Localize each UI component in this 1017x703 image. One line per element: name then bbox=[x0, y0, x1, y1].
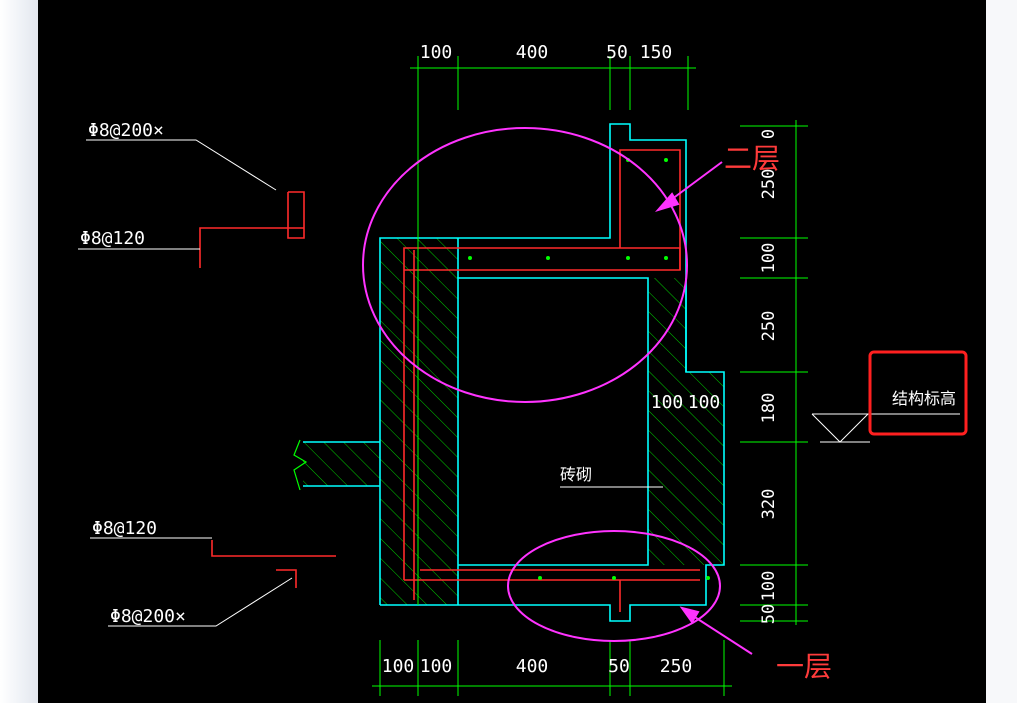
right-wall-hatch-a bbox=[648, 278, 686, 565]
level-symbol bbox=[811, 413, 960, 443]
right-dim-4: 180 bbox=[759, 393, 779, 424]
mid-dim-1: 100 bbox=[651, 392, 684, 413]
slab-hatch bbox=[303, 442, 380, 486]
left-panel-strip bbox=[0, 0, 38, 703]
right-dim-1: 250 bbox=[759, 169, 779, 200]
cad-drawing-canvas[interactable]: 100 400 50 150 100 100 400 50 250 0 250 … bbox=[38, 0, 986, 703]
upper-callout-ellipse bbox=[362, 127, 688, 403]
dimension-lines bbox=[372, 56, 808, 696]
bottom-dim-2: 100 bbox=[420, 656, 453, 677]
level-label: 结构标高 bbox=[892, 389, 956, 408]
right-dim-3: 250 bbox=[759, 311, 779, 342]
top-dim-2: 400 bbox=[516, 42, 549, 63]
bottom-dim-1: 100 bbox=[382, 656, 415, 677]
right-dim-2: 100 bbox=[759, 243, 779, 274]
bottom-dim-4: 50 bbox=[608, 656, 630, 677]
rebar-lines bbox=[199, 149, 700, 612]
rebar-label-bot-a: Φ8@120 bbox=[92, 518, 157, 539]
material-label: 砖砌 bbox=[560, 465, 592, 484]
callout-arrows bbox=[654, 161, 753, 655]
section-drawing: 100 400 50 150 100 100 400 50 250 0 250 … bbox=[78, 42, 968, 696]
right-panel-strip bbox=[986, 0, 1017, 703]
upper-floor-annotation: 二层 bbox=[724, 142, 780, 175]
top-dim-3: 50 bbox=[606, 42, 628, 63]
right-dim-0: 0 bbox=[759, 129, 779, 139]
right-dim-6: 100 bbox=[759, 571, 779, 602]
rebar-label-top-b: Φ8@120 bbox=[80, 228, 145, 249]
right-dim-7: 50 bbox=[759, 604, 779, 624]
top-dim-1: 100 bbox=[420, 42, 453, 63]
top-dim-4: 150 bbox=[640, 42, 673, 63]
break-symbol bbox=[293, 439, 308, 491]
level-highlight-box bbox=[868, 350, 968, 436]
bottom-dim-3: 400 bbox=[516, 656, 549, 677]
bottom-dim-5: 250 bbox=[660, 656, 693, 677]
left-wall-hatch bbox=[380, 238, 458, 605]
rebar-label-bot-b: Φ8@200× bbox=[110, 606, 186, 627]
rebar-label-top-a: Φ8@200× bbox=[88, 120, 164, 141]
label-leaders bbox=[78, 139, 293, 627]
right-wall-hatch-b bbox=[686, 372, 724, 565]
lower-callout-ellipse bbox=[507, 530, 721, 642]
section-outline bbox=[303, 123, 725, 622]
mid-dim-2: 100 bbox=[688, 392, 721, 413]
right-dim-5: 320 bbox=[759, 489, 779, 520]
lower-floor-annotation: 一层 bbox=[776, 650, 832, 683]
